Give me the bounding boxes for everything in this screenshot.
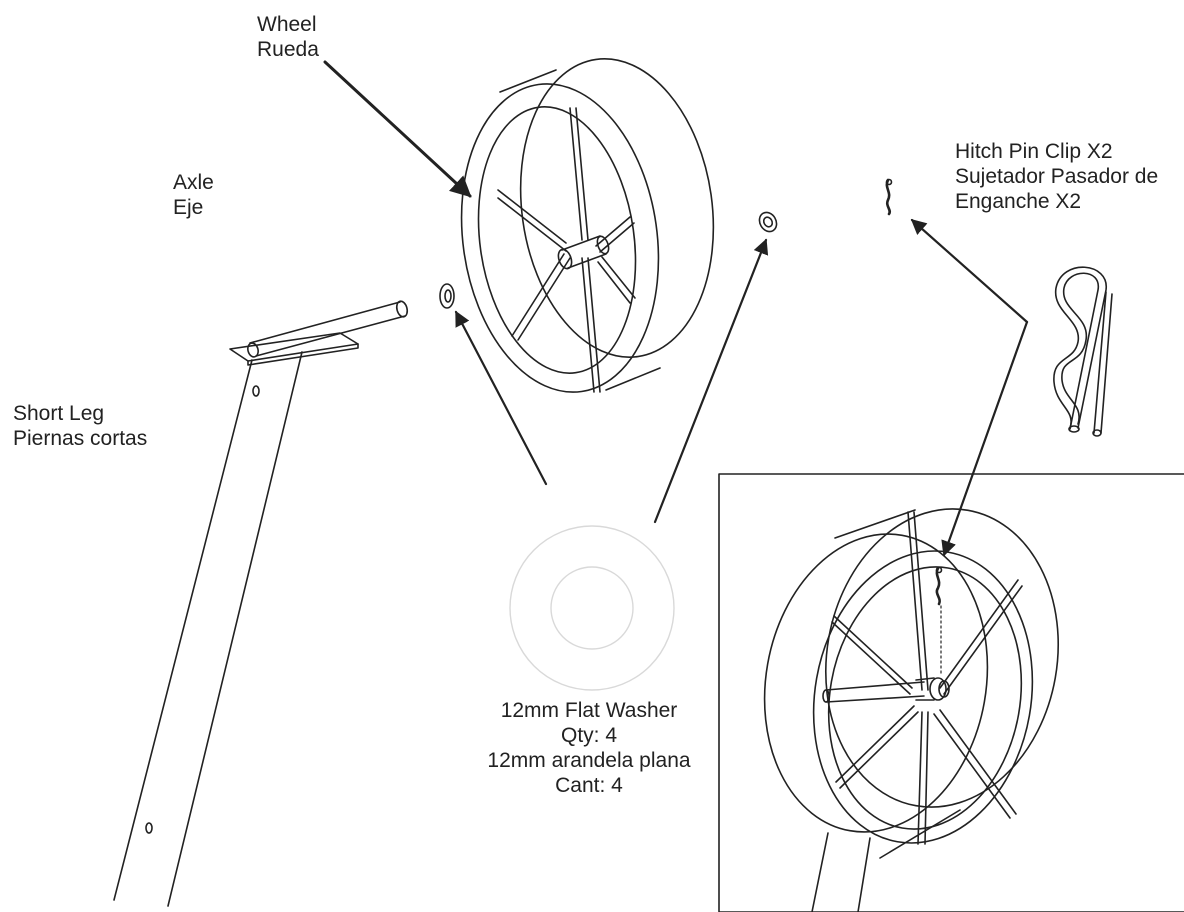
washer-right-illustration xyxy=(758,211,778,233)
hitch-pin-clip-small-illustration xyxy=(885,178,893,216)
wheel-pointer-arrow xyxy=(323,60,472,198)
hitch-pin-clip-label: Hitch Pin Clip X2 Sujetador Pasador de E… xyxy=(955,139,1158,214)
hitch-pin-clip-label-en: Hitch Pin Clip X2 xyxy=(955,140,1113,163)
washer-label-es: 12mm arandela plana xyxy=(487,749,691,772)
hitch-pin-clip-label-es-1: Sujetador Pasador de xyxy=(955,165,1159,188)
axle-label-es: Eje xyxy=(173,196,204,219)
washer-qty-en: Qty: 4 xyxy=(560,724,618,747)
axle-label-en: Axle xyxy=(173,171,214,194)
hitch-pin-clip-large-illustration xyxy=(1053,266,1113,437)
washer-left-illustration xyxy=(439,283,455,309)
washer-qty-es: Cant: 4 xyxy=(555,774,623,797)
washer-right-arrow xyxy=(653,238,769,524)
short-leg-label-es: Piernas cortas xyxy=(13,427,148,450)
washer-detail-illustration xyxy=(509,525,675,691)
short-leg-label-en: Short Leg xyxy=(13,402,105,425)
inset-detail xyxy=(718,473,1184,912)
washer-label: 12mm Flat Washer Qty: 4 12mm arandela pl… xyxy=(479,698,699,798)
washer-label-en: 12mm Flat Washer xyxy=(500,699,678,722)
wheel-label-en: Wheel xyxy=(257,13,317,36)
wheel-label: Wheel Rueda xyxy=(257,12,319,62)
washer-left-arrow xyxy=(454,310,548,486)
hitch-pin-clip-label-es-2: Enganche X2 xyxy=(955,190,1082,213)
wheel-label-es: Rueda xyxy=(257,38,319,61)
short-leg-label: Short Leg Piernas cortas xyxy=(13,401,147,451)
hitch-pin-arrow-down xyxy=(941,320,1029,557)
short-leg-illustration xyxy=(113,300,409,907)
wheel-illustration xyxy=(460,58,715,393)
hitch-pin-arrow-up xyxy=(910,218,1029,324)
axle-label: Axle Eje xyxy=(173,170,214,220)
